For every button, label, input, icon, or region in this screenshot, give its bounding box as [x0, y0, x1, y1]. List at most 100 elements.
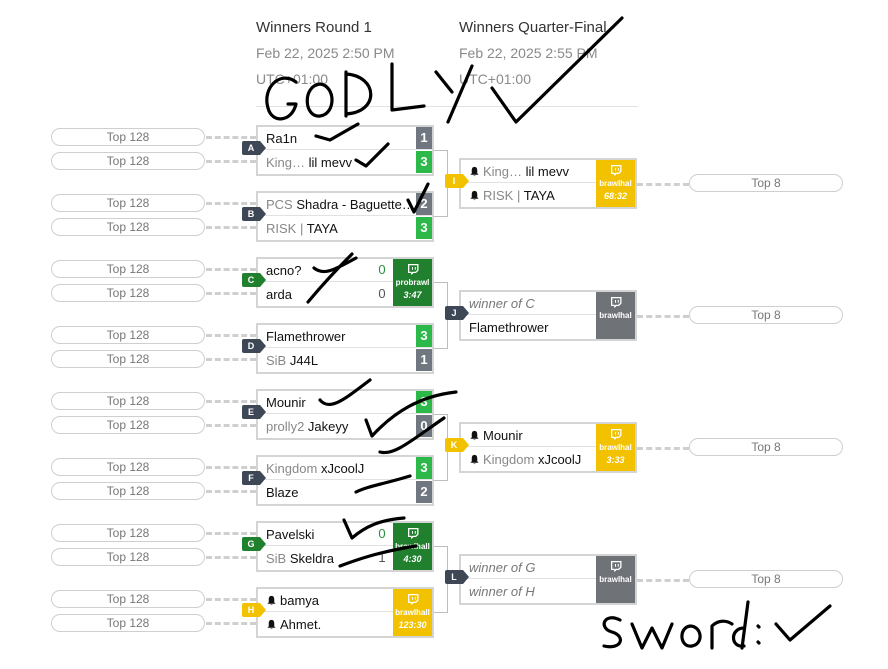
player-slot-top[interactable]: Kingdom xJcoolJ	[258, 457, 432, 480]
player-slot-bot[interactable]: Ahmet.	[258, 613, 432, 636]
round-header-winners-qf: Winners Quarter-Final Feb 22, 2025 2:55 …	[459, 18, 607, 88]
player-slot-bot[interactable]: RISK | TAYA	[461, 184, 635, 207]
seed-pill-top128[interactable]: Top 128	[51, 458, 205, 476]
score-bot: 3	[416, 151, 432, 173]
notification-bell-icon[interactable]	[469, 164, 483, 179]
seed-pill-top128[interactable]: Top 128	[51, 218, 205, 236]
player-slot-top[interactable]: Mounir	[461, 424, 635, 447]
bracket-line	[434, 150, 448, 151]
placeholder-text: winner of H	[469, 584, 535, 599]
player-slot-bot[interactable]: King… lil mevv	[258, 151, 432, 174]
player-slot-bot[interactable]: arda	[258, 283, 432, 306]
match-label: J	[445, 306, 469, 320]
team-tag: RISK |	[266, 221, 304, 236]
match-label: I	[445, 174, 469, 188]
match-label: C	[242, 273, 266, 287]
match-l[interactable]: winner of G winner of H brawlhal	[459, 554, 637, 605]
player-name: Pavelski	[266, 527, 315, 542]
player-slot-bot[interactable]: Blaze	[258, 481, 432, 504]
player-slot-bot[interactable]: winner of H	[461, 580, 635, 603]
twitch-icon	[596, 428, 635, 440]
notification-bell-icon[interactable]	[469, 188, 483, 203]
stream-time: 3:47	[403, 290, 422, 300]
seed-pill-top128[interactable]: Top 128	[51, 326, 205, 344]
score-top: 2	[416, 193, 432, 215]
player-slot-bot[interactable]: SiB J44L	[258, 349, 432, 372]
notification-bell-icon[interactable]	[469, 452, 483, 467]
handwriting-o2	[680, 624, 702, 648]
bracket-line	[434, 612, 448, 613]
seed-pill-top128[interactable]: Top 128	[51, 152, 205, 170]
notification-bell-icon[interactable]	[266, 593, 280, 608]
seed-pill-top8[interactable]: Top 8	[689, 174, 843, 192]
player-name: Blaze	[266, 485, 299, 500]
team-tag: King…	[266, 155, 306, 170]
player-slot-bot[interactable]: SiB Skeldra	[258, 547, 432, 570]
player-slot-top[interactable]: Mounir	[258, 391, 432, 414]
player-name: Mounir	[483, 428, 523, 443]
match-j[interactable]: winner of C Flamethrower brawlhal	[459, 290, 637, 341]
seed-pill-top128[interactable]: Top 128	[51, 416, 205, 434]
stream-time: 4:30	[403, 554, 422, 564]
seed-pill-top128[interactable]: Top 128	[51, 614, 205, 632]
player-name: Flamethrower	[266, 329, 346, 344]
seed-pill-top128[interactable]: Top 128	[51, 350, 205, 368]
notification-bell-icon[interactable]	[469, 428, 483, 443]
seed-connector	[637, 579, 689, 582]
seed-connector	[206, 292, 256, 295]
player-slot-bot[interactable]: RISK | TAYA	[258, 217, 432, 240]
player-slot-top[interactable]: PCS Shadra - Baguette…	[258, 193, 432, 216]
seed-pill-top128[interactable]: Top 128	[51, 482, 205, 500]
seed-pill-top128[interactable]: Top 128	[51, 524, 205, 542]
player-name: lil mevv	[525, 164, 569, 179]
stream-badge[interactable]: brawlhal	[596, 556, 635, 603]
match-label: K	[445, 438, 469, 452]
player-name: Flamethrower	[469, 320, 549, 335]
seed-connector	[206, 358, 256, 361]
player-slot-top[interactable]: Flamethrower	[258, 325, 432, 348]
seed-pill-top128[interactable]: Top 128	[51, 194, 205, 212]
seed-pill-top128[interactable]: Top 128	[51, 260, 205, 278]
seed-pill-top128[interactable]: Top 128	[51, 548, 205, 566]
player-slot-top[interactable]: King… lil mevv	[461, 160, 635, 183]
seed-pill-top128[interactable]: Top 128	[51, 284, 205, 302]
team-tag: PCS	[266, 197, 293, 212]
player-slot-top[interactable]: bamya	[258, 589, 432, 612]
seed-connector	[637, 447, 689, 450]
seed-connector	[206, 466, 256, 469]
seed-pill-top128[interactable]: Top 128	[51, 128, 205, 146]
player-slot-bot[interactable]: prolly2 Jakeyy	[258, 415, 432, 438]
seed-pill-top128[interactable]: Top 128	[51, 392, 205, 410]
seed-connector	[206, 226, 256, 229]
notification-bell-icon[interactable]	[266, 617, 280, 632]
stream-name: brawlhall	[395, 608, 430, 617]
player-slot-top[interactable]: winner of C	[461, 292, 635, 315]
seed-pill-top8[interactable]: Top 8	[689, 306, 843, 324]
seed-connector	[206, 202, 256, 205]
handwriting-r	[710, 619, 734, 650]
seed-pill-top8[interactable]: Top 8	[689, 438, 843, 456]
seed-pill-top8[interactable]: Top 8	[689, 570, 843, 588]
stream-badge[interactable]: brawlhal	[596, 292, 635, 339]
player-slot-bot[interactable]: Kingdom xJcoolJ	[461, 448, 635, 471]
player-slot-bot[interactable]: Flamethrower	[461, 316, 635, 339]
player-slot-top[interactable]: Ra1n	[258, 127, 432, 150]
player-slot-top[interactable]: winner of G	[461, 556, 635, 579]
match-label: F	[242, 471, 266, 485]
seed-pill-top128[interactable]: Top 128	[51, 590, 205, 608]
